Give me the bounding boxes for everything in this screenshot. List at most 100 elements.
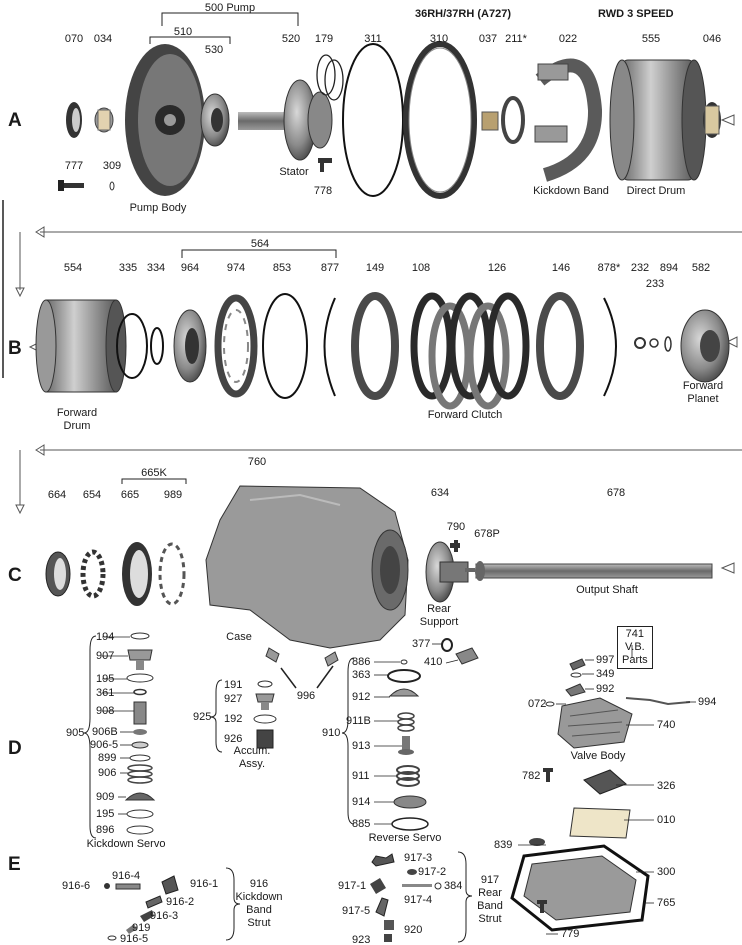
- part-label: 678: [606, 487, 626, 499]
- part-label: 555: [641, 33, 661, 45]
- row-letter-e: E: [8, 854, 21, 875]
- caption-case: Case: [226, 631, 252, 643]
- part-label: 896: [96, 824, 115, 836]
- band-665: [122, 542, 152, 606]
- kickdown-servo-parts: [124, 632, 156, 835]
- part-label: 906: [98, 767, 117, 779]
- part-label: 654: [82, 489, 102, 501]
- caption-valve-body: Valve Body: [570, 750, 626, 762]
- part-label: 782: [522, 770, 541, 782]
- part-label: 994: [698, 696, 717, 708]
- snap-878: [603, 297, 617, 397]
- part-label: 510: [173, 26, 193, 38]
- part-label: 906-5: [90, 739, 119, 751]
- part-label: 034: [93, 33, 113, 45]
- reverse-servo-parts: [387, 638, 479, 831]
- race-654: [80, 549, 106, 599]
- part-label: 996: [296, 690, 316, 702]
- caption-forward-planet: Forward Planet: [682, 380, 724, 405]
- caption-rear-support: Rear Support: [419, 603, 459, 628]
- part-label: 665: [120, 489, 140, 501]
- part-label: 989: [163, 489, 183, 501]
- kickdown-strut-parts: [104, 867, 241, 941]
- part-label: 778: [313, 185, 333, 197]
- part-label: 195: [96, 673, 115, 685]
- part-label: 877: [320, 262, 340, 274]
- rings-179: [316, 54, 344, 101]
- servo-905-bracket: [83, 635, 355, 839]
- stator-520: [238, 79, 333, 161]
- part-label: 410: [424, 656, 443, 668]
- part-label: 765: [657, 897, 676, 909]
- part-label: 195: [96, 808, 115, 820]
- caption-forward-clutch: Forward Clutch: [427, 409, 503, 421]
- part-label: 916-2: [166, 896, 195, 908]
- part-label: 779: [561, 928, 580, 940]
- part-label: 916-6: [62, 880, 91, 892]
- part-label: 520: [281, 33, 301, 45]
- caption-stator: Stator: [279, 166, 309, 178]
- part-label: 916-5: [120, 933, 149, 945]
- washer-232: [634, 337, 646, 349]
- row-letter-d: D: [8, 738, 22, 759]
- part-label: 349: [596, 668, 615, 680]
- row-a-parts: [58, 41, 735, 199]
- part-label: 664: [47, 489, 67, 501]
- part-label: 917-4: [404, 894, 433, 906]
- part-label: 046: [702, 33, 722, 45]
- part-label: 146: [551, 262, 571, 274]
- group-label-665k: 665K: [141, 467, 167, 479]
- part-label: 070: [64, 33, 84, 45]
- part-label: 363: [352, 669, 371, 681]
- part-label: 335: [118, 262, 138, 274]
- ring-309: [109, 181, 115, 191]
- part-label: 126: [487, 262, 507, 274]
- part-label: 906B: [92, 726, 118, 738]
- part-label: 233: [645, 278, 665, 290]
- part-label: 037: [478, 33, 498, 45]
- gear-530: [200, 93, 230, 147]
- part-label: 909: [96, 791, 115, 803]
- kickdown-band: [534, 58, 603, 182]
- transmission-model: 36RH/37RH (A727): [415, 8, 511, 20]
- group-label-pump: 500 Pump: [204, 2, 256, 14]
- part-label: 927: [224, 693, 243, 705]
- seal-070: [66, 102, 82, 138]
- part-label: 914: [352, 796, 371, 808]
- caption-output-shaft: Output Shaft: [576, 584, 638, 596]
- part-label: 108: [411, 262, 431, 274]
- transmission-type: RWD 3 SPEED: [598, 8, 674, 20]
- part-label: 384: [444, 880, 463, 892]
- part-label: 997: [596, 654, 615, 666]
- part-label: 149: [365, 262, 385, 274]
- part-label: 885: [352, 818, 371, 830]
- group-label-910: 910: [322, 727, 341, 739]
- snap-877: [323, 297, 336, 397]
- part-label: 911B: [346, 715, 371, 727]
- bushing-037: [481, 111, 499, 131]
- part-label: 634: [430, 487, 450, 499]
- group-label-564: 564: [250, 238, 270, 250]
- part-label: 072: [528, 698, 547, 710]
- part-label: 917-2: [418, 866, 447, 878]
- part-label: 790: [446, 521, 466, 533]
- part-label: 878*: [597, 262, 621, 274]
- bolt-777: [58, 180, 84, 191]
- part-label: 194: [96, 631, 115, 643]
- ring-853: [262, 293, 308, 399]
- part-label: 361: [96, 687, 115, 699]
- part-label: 334: [146, 262, 166, 274]
- part-label: 179: [314, 33, 334, 45]
- part-label: 310: [429, 33, 449, 45]
- caption-direct-drum: Direct Drum: [626, 185, 686, 197]
- part-label: 911: [352, 770, 370, 782]
- case-760: [205, 485, 409, 649]
- piston-964: [173, 309, 207, 383]
- rear-support: [425, 541, 469, 603]
- part-label: 191: [224, 679, 243, 691]
- row-b-parts: [35, 292, 730, 410]
- part-label: 582: [691, 262, 711, 274]
- part-label: 760: [247, 456, 267, 468]
